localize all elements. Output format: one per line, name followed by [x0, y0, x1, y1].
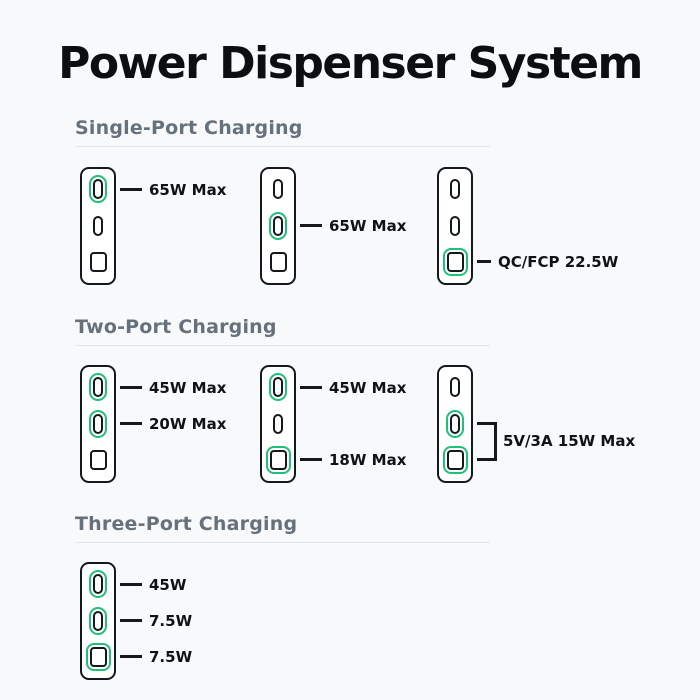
callout-line: [300, 386, 322, 389]
usba-port-bottom: [265, 446, 291, 474]
section-header-two-port: Two-Port Charging: [75, 316, 277, 338]
callout-label: QC/FCP 22.5W: [498, 252, 619, 271]
port-callout: 20W Max: [120, 413, 226, 434]
bracket-line-h-top: [477, 422, 496, 425]
bracket-line-v: [494, 422, 497, 461]
callout-line: [120, 188, 142, 191]
callout-label: 45W Max: [329, 378, 407, 397]
section-header-three-port: Three-Port Charging: [75, 513, 298, 535]
usbc-port-middle: [450, 215, 460, 236]
usbc-port-middle: [93, 215, 103, 236]
usbc-port-top: [450, 377, 460, 397]
charger: [80, 562, 116, 680]
charger: [80, 365, 116, 483]
callout-label: 65W Max: [149, 180, 227, 199]
usbc-port-top: [269, 373, 287, 401]
port-callout: 45W Max: [300, 377, 406, 398]
usbc-port-middle: [89, 606, 107, 635]
usbc-port-top: [273, 179, 283, 199]
callout-line: [120, 422, 142, 425]
callout-label: 7.5W: [149, 647, 193, 666]
usba-port-bottom: [89, 450, 107, 470]
callout-label: 18W Max: [329, 450, 407, 469]
usba-port-bottom: [85, 643, 111, 671]
usbc-port-top: [450, 179, 460, 199]
charger: [260, 365, 296, 483]
callout-line: [120, 655, 142, 658]
usba-port-bottom: [269, 252, 287, 272]
callout-line: [120, 583, 142, 586]
port-callout: 7.5W: [120, 610, 192, 631]
callout-label: 65W Max: [329, 216, 407, 235]
usbc-port-top: [89, 570, 107, 598]
callout-line: [477, 260, 491, 263]
charger: [437, 365, 473, 483]
section-divider: [75, 146, 490, 147]
section-divider: [75, 345, 490, 346]
usbc-port-middle: [273, 413, 283, 434]
usbc-port-middle: [89, 409, 107, 438]
page-title: Power Dispenser System: [58, 38, 643, 89]
callout-label: 45W Max: [149, 378, 227, 397]
port-callout: 45W Max: [120, 377, 226, 398]
charger: [437, 167, 473, 285]
usba-port-bottom: [442, 248, 468, 276]
callout-line: [120, 619, 142, 622]
section-divider: [75, 542, 490, 543]
port-callout: 65W Max: [120, 179, 226, 200]
callout-label: 45W: [149, 575, 187, 594]
usbc-port-top: [89, 373, 107, 401]
callout-line: [300, 224, 322, 227]
callout-line: [300, 458, 322, 461]
port-callout: QC/FCP 22.5W: [477, 251, 618, 272]
usba-port-bottom: [442, 446, 468, 474]
port-callout: 65W Max: [300, 215, 406, 236]
usbc-port-top: [89, 175, 107, 203]
port-callout: 18W Max: [300, 449, 406, 470]
callout-label: 5V/3A 15W Max: [503, 432, 636, 450]
usbc-port-middle: [269, 211, 287, 240]
callout-label: 7.5W: [149, 611, 193, 630]
callout-label: 20W Max: [149, 414, 227, 433]
port-callout: 45W: [120, 574, 186, 595]
charger: [260, 167, 296, 285]
usbc-port-middle: [446, 409, 464, 438]
usba-port-bottom: [89, 252, 107, 272]
bracket-line-h-bottom: [477, 458, 496, 461]
port-callout: 7.5W: [120, 646, 192, 667]
charger: [80, 167, 116, 285]
section-header-single-port: Single-Port Charging: [75, 117, 303, 139]
callout-line: [120, 386, 142, 389]
